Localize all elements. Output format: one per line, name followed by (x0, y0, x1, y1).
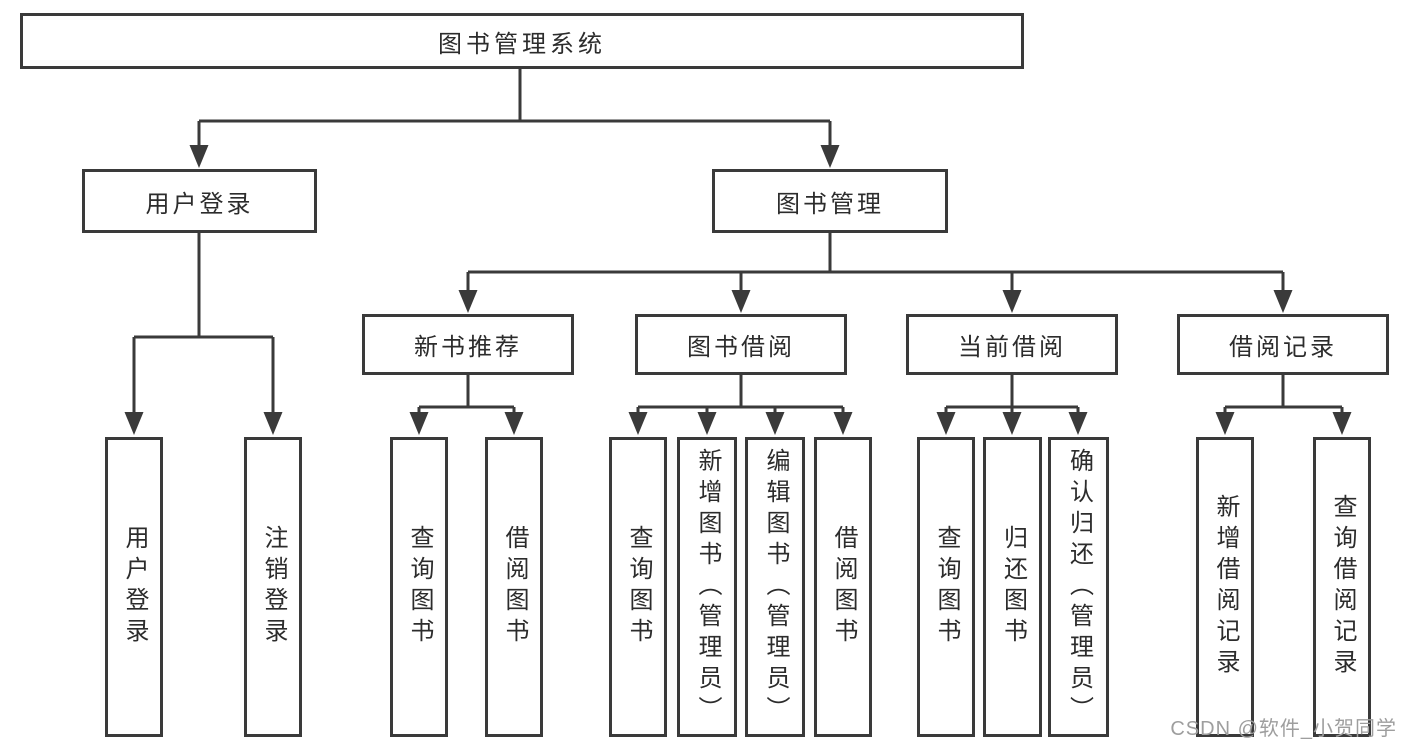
leaf-label: 借阅图书 (830, 525, 857, 649)
leaf-add-borrow-record: 新增借阅记录 (1196, 437, 1254, 737)
arrowhead (263, 412, 283, 435)
leaf-label: 确认归还（管理员） (1065, 447, 1093, 727)
arrowhead (820, 145, 840, 168)
leaf-logout: 注销登录 (244, 437, 302, 737)
node-label: 用户登录 (145, 190, 254, 218)
leaf-borrow-books-recommend: 借阅图书 (485, 437, 543, 737)
leaf-return-books: 归还图书 (983, 437, 1042, 737)
node-borrow-records: 借阅记录 (1177, 314, 1389, 375)
leaf-label: 查询图书 (625, 525, 652, 649)
arrowhead (731, 290, 751, 313)
arrowhead (124, 412, 144, 435)
arrowhead (628, 412, 648, 435)
leaf-label: 新增借阅记录 (1212, 494, 1239, 680)
node-user-login: 用户登录 (82, 169, 317, 233)
arrowhead (697, 412, 717, 435)
arrowhead (409, 412, 429, 435)
arrowhead (765, 412, 785, 435)
connector-book-borrow-children (628, 375, 853, 435)
arrowhead (833, 412, 853, 435)
node-book-borrow: 图书借阅 (635, 314, 847, 375)
leaf-query-books-borrow: 查询图书 (609, 437, 667, 737)
watermark: CSDN @软件_小贺同学 (1170, 718, 1397, 740)
connector-new-book-children (409, 375, 524, 435)
leaf-query-books-recommend: 查询图书 (390, 437, 448, 737)
leaf-label: 注销登录 (260, 525, 287, 649)
leaf-confirm-return-admin: 确认归还（管理员） (1048, 437, 1109, 737)
arrowhead (936, 412, 956, 435)
leaf-query-books-current: 查询图书 (917, 437, 975, 737)
arrowhead (504, 412, 524, 435)
node-label: 当前借阅 (958, 334, 1066, 361)
arrowhead (189, 145, 209, 168)
node-label: 图书管理系统 (438, 30, 606, 58)
leaf-label: 借阅图书 (501, 525, 528, 649)
leaf-label: 编辑图书（管理员） (762, 447, 789, 727)
node-label: 新书推荐 (414, 334, 522, 361)
connector-root-to-level2 (189, 69, 840, 168)
leaf-borrow-books: 借阅图书 (814, 437, 872, 737)
node-book-management: 图书管理 (712, 169, 948, 233)
leaf-label: 用户登录 (121, 525, 148, 649)
arrowhead (1215, 412, 1235, 435)
leaf-label: 查询图书 (933, 525, 960, 649)
leaf-label: 查询图书 (406, 525, 433, 649)
node-current-borrow: 当前借阅 (906, 314, 1118, 375)
arrowhead (1002, 412, 1022, 435)
node-new-book-recommend: 新书推荐 (362, 314, 574, 375)
connector-user-login-children (124, 233, 283, 435)
arrowhead (1332, 412, 1352, 435)
node-label: 图书管理 (776, 190, 884, 218)
arrowhead (1273, 290, 1293, 313)
leaf-label: 查询借阅记录 (1329, 494, 1356, 680)
leaf-label: 新增图书（管理员） (694, 447, 721, 727)
node-library-management-system: 图书管理系统 (20, 13, 1024, 69)
leaf-query-borrow-record: 查询借阅记录 (1313, 437, 1371, 737)
arrowhead (1002, 290, 1022, 313)
arrowhead (458, 290, 478, 313)
connector-book-management-children (458, 233, 1293, 313)
node-label: 借阅记录 (1229, 334, 1337, 361)
leaf-user-login: 用户登录 (105, 437, 163, 737)
leaf-edit-books-admin: 编辑图书（管理员） (745, 437, 805, 737)
node-label: 图书借阅 (687, 334, 795, 361)
arrowhead (1068, 412, 1088, 435)
leaf-add-books-admin: 新增图书（管理员） (677, 437, 737, 737)
connector-current-borrow-children (936, 375, 1088, 435)
leaf-label: 归还图书 (999, 525, 1027, 649)
connector-borrow-record-children (1215, 375, 1352, 435)
